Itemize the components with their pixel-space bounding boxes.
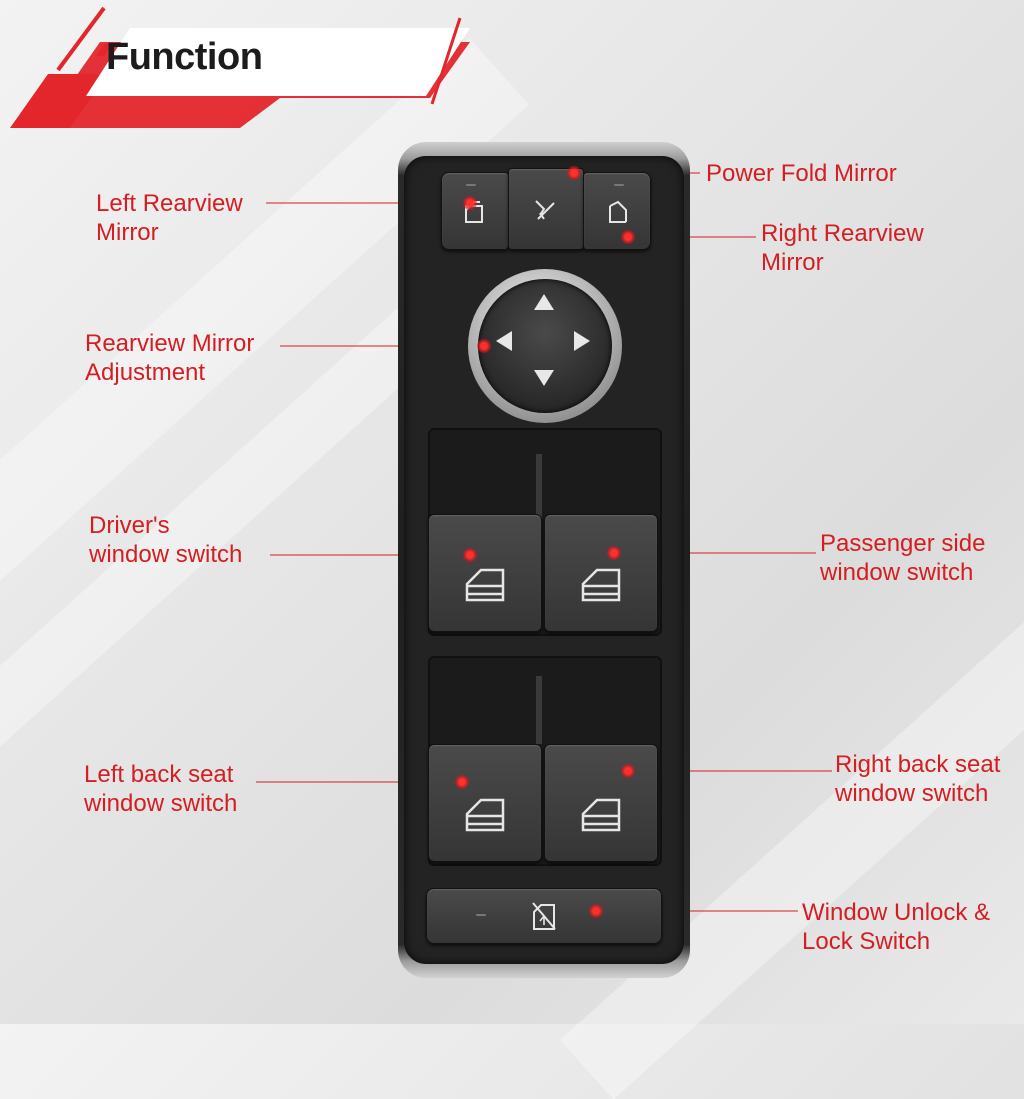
label-rearview-mirror-adjustment: Rearview Mirror Adjustment	[85, 330, 255, 386]
header-banner	[10, 6, 470, 128]
arrow-up-icon	[534, 294, 554, 310]
label-drivers-window-switch: Driver's window switch	[89, 512, 243, 568]
label-left-rearview-mirror: Left Rearview Mirror	[96, 190, 243, 246]
drivers-window-switch[interactable]	[428, 514, 542, 632]
right-mirror-indicator	[614, 184, 624, 186]
marker-dot	[621, 230, 635, 244]
window-icon	[465, 798, 505, 832]
passenger-window-switch[interactable]	[544, 514, 658, 632]
label-right-rearview-mirror: Right Rearview Mirror	[761, 220, 924, 276]
left-back-window-switch[interactable]	[428, 744, 542, 862]
power-fold-mirror-button[interactable]	[508, 168, 584, 250]
marker-dot	[477, 339, 491, 353]
label-right-back-seat-window-switch: Right back seat window switch	[835, 751, 1001, 807]
arrow-down-icon	[534, 370, 554, 386]
label-window-lock-switch: Window Unlock & Lock Switch	[802, 899, 991, 955]
window-icon	[465, 568, 505, 602]
window-lock-switch[interactable]	[426, 888, 662, 944]
marker-dot	[607, 546, 621, 560]
marker-dot	[455, 775, 469, 789]
window-icon	[581, 568, 621, 602]
marker-dot	[567, 166, 581, 180]
power-fold-icon	[535, 200, 555, 220]
window-icon	[581, 798, 621, 832]
right-mirror-icon	[609, 200, 627, 223]
right-back-window-switch[interactable]	[544, 744, 658, 862]
window-lock-icon	[532, 902, 556, 930]
marker-dot	[589, 904, 603, 918]
label-left-back-seat-window-switch: Left back seat window switch	[84, 761, 238, 817]
marker-dot	[463, 196, 477, 210]
left-mirror-indicator	[466, 184, 476, 186]
rear-divider	[536, 676, 542, 744]
arrow-left-icon	[496, 331, 512, 351]
label-passenger-side-window-switch: Passenger side window switch	[820, 530, 986, 586]
label-power-fold-mirror: Power Fold Mirror	[706, 160, 897, 187]
front-divider	[536, 454, 542, 518]
marker-dot	[463, 548, 477, 562]
page-title: Function	[106, 36, 263, 78]
window-lock-indicator	[476, 914, 486, 916]
arrow-right-icon	[574, 331, 590, 351]
marker-dot	[621, 764, 635, 778]
